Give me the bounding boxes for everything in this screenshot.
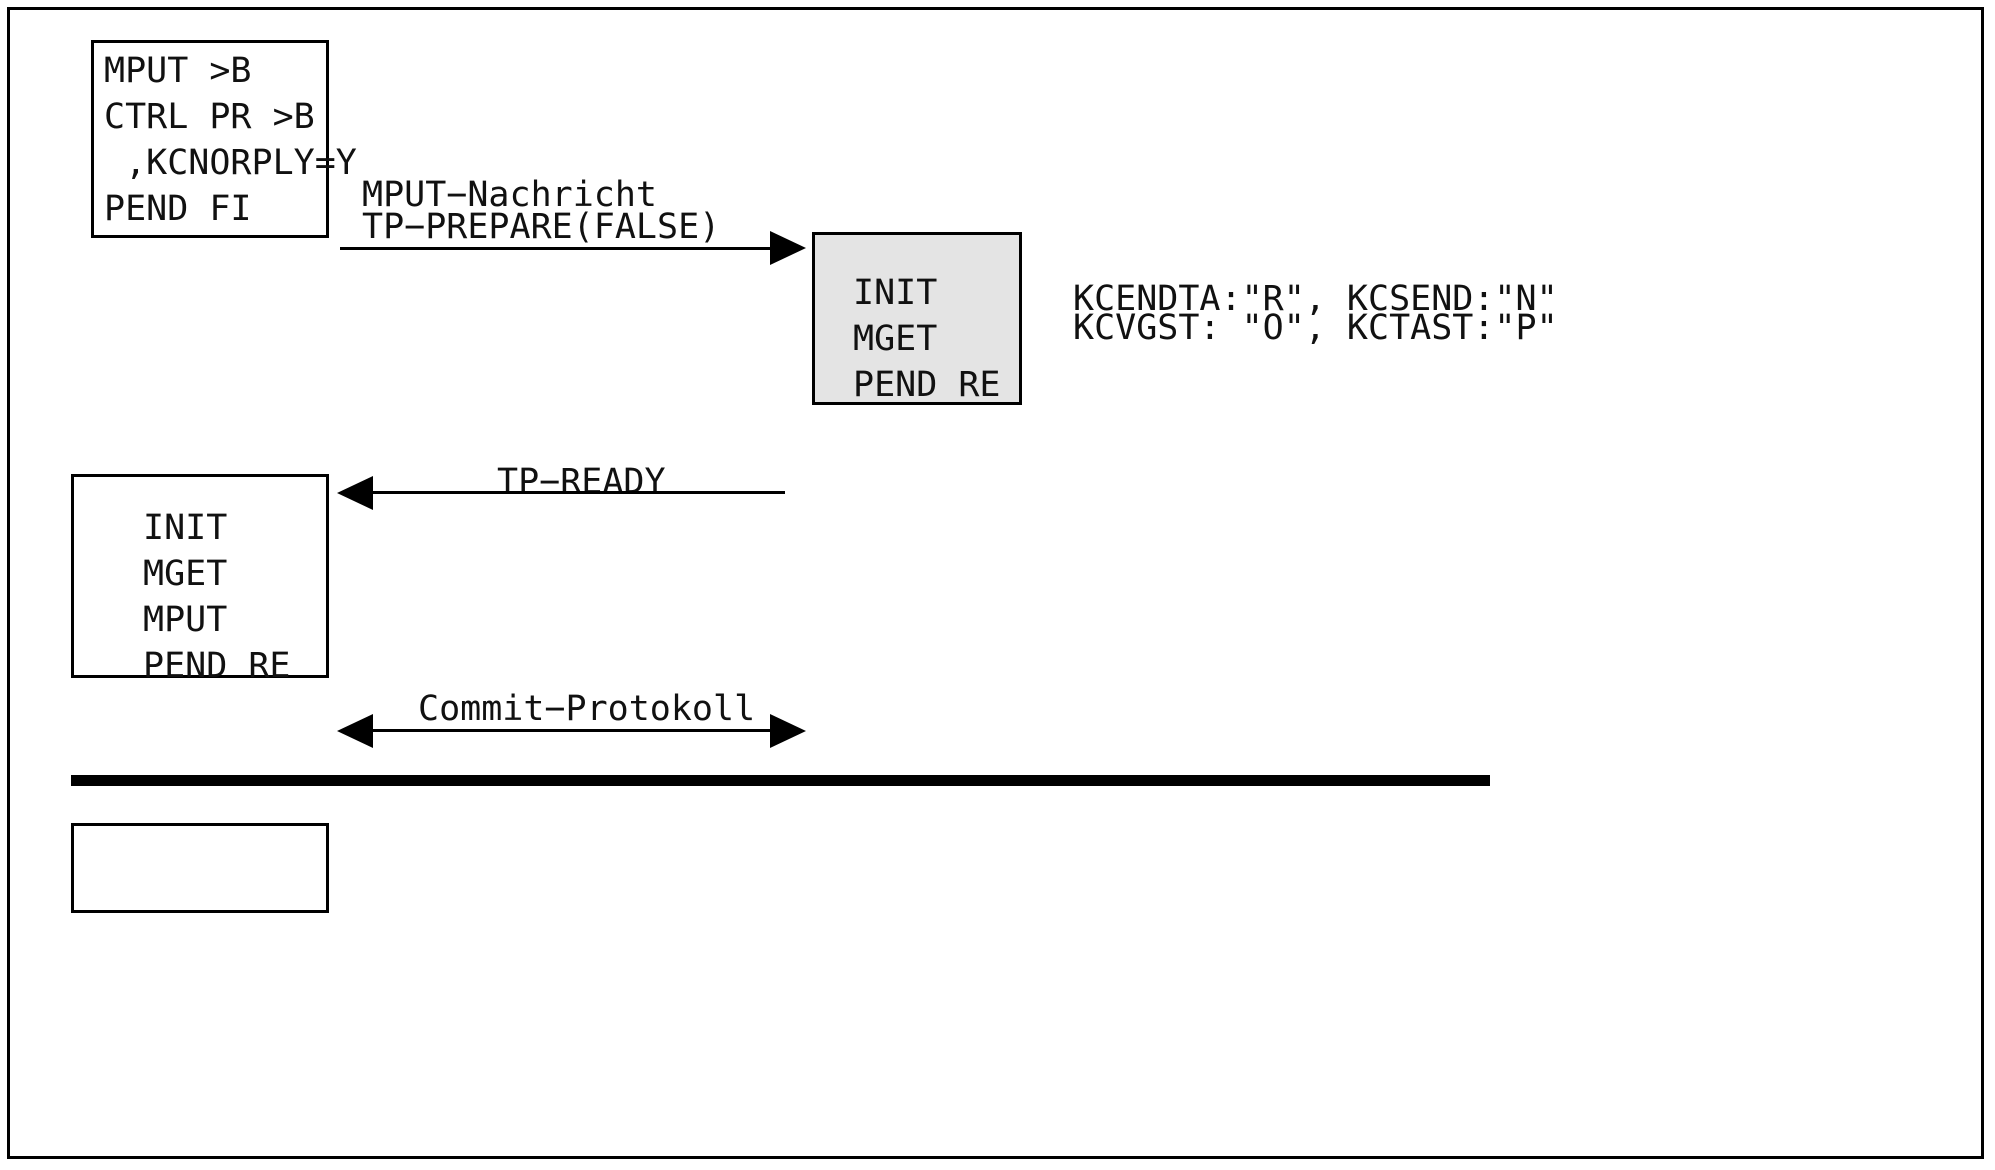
- program-box-init-mget-mput-pend-re[interactable]: [71, 474, 329, 678]
- kc-field-values-note-line1: KCENDTA:"R", KCSEND:"N": [1073, 279, 1558, 319]
- arrow-commit-protokoll-head-left-icon: [337, 714, 373, 748]
- arrow-commit-protokoll-label: Commit−Protokoll: [418, 689, 756, 729]
- arrow-tp-ready-shaft: [365, 491, 785, 494]
- arrow-mput-nachricht-label-line1: MPUT−Nachricht: [362, 175, 658, 215]
- program-box-mput-ctrl-pr-text: MPUT >B CTRL PR >B ,KCNORPLY=Y PEND FI: [104, 51, 357, 229]
- program-box-mput-ctrl-pr[interactable]: [91, 40, 329, 238]
- arrow-commit-protokoll-shaft: [365, 729, 785, 732]
- arrow-mput-nachricht-label-line2: TP−PREPARE(FALSE): [362, 207, 721, 247]
- arrow-tp-ready-head-icon: [337, 476, 373, 510]
- arrow-tp-ready-label: TP−READY: [497, 462, 666, 502]
- thick-separator-line: [71, 775, 1490, 786]
- program-box-init-mget-pend-re-text: INIT MGET PEND RE: [853, 273, 1001, 405]
- arrow-commit-protokoll-head-right-icon: [770, 714, 806, 748]
- program-box-init-mget-mput-pend-re-text: INIT MGET MPUT PEND RE: [143, 508, 291, 686]
- diagram-outer-frame: [7, 7, 1984, 1159]
- kc-field-values-note-line2: KCVGST: "O", KCTAST:"P": [1073, 308, 1558, 348]
- program-box-init-mget-pend-re[interactable]: [812, 232, 1022, 405]
- arrow-mput-nachricht-shaft: [340, 247, 770, 250]
- arrow-mput-nachricht-head-icon: [770, 231, 806, 265]
- program-box-partial-bottom[interactable]: [71, 823, 329, 913]
